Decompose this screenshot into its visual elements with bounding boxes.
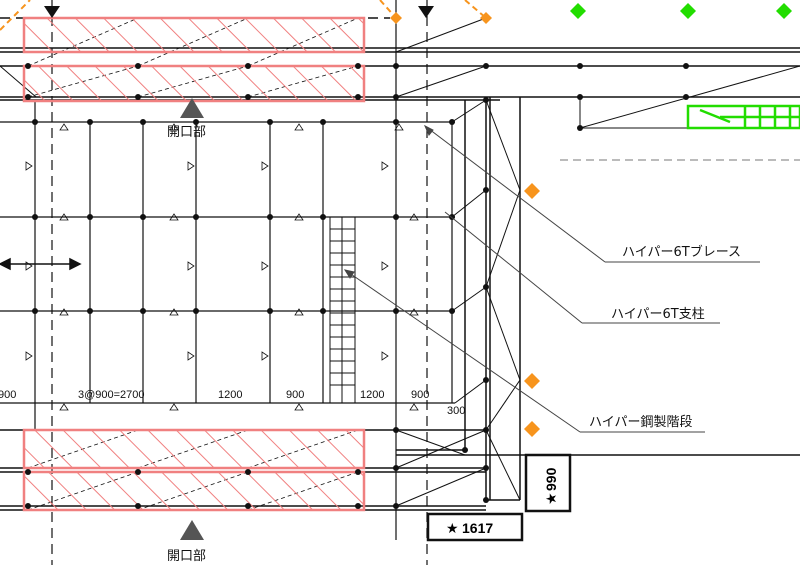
brace-callout: ハイパー6Tブレース bbox=[622, 244, 741, 260]
dim-1200-a: 1200 bbox=[218, 389, 242, 401]
opening-label-top: 開口部 bbox=[167, 125, 206, 140]
dim-1617: 1617 bbox=[462, 520, 493, 536]
double-arrow-icon bbox=[0, 257, 82, 271]
opening-label-bottom: 開口部 bbox=[167, 549, 206, 564]
dim-900-left: 900 bbox=[0, 389, 16, 401]
dim-900-c: 900 bbox=[411, 389, 429, 401]
dim-box-1617 bbox=[426, 512, 524, 542]
main-grid-horizontals bbox=[0, 121, 455, 404]
dim-990: 990 bbox=[543, 467, 559, 491]
dim-1200-b: 1200 bbox=[360, 389, 384, 401]
triangle-down-icon bbox=[44, 6, 434, 18]
opening-band-top bbox=[22, 16, 366, 103]
dim-300: 300 bbox=[447, 405, 465, 417]
green-diamond-icon bbox=[570, 3, 792, 19]
dim-box-990 bbox=[524, 453, 572, 513]
main-grid-verticals bbox=[34, 0, 453, 540]
callout-leaders bbox=[343, 124, 760, 433]
opening-band-bottom bbox=[22, 428, 366, 512]
green-stair bbox=[686, 104, 800, 130]
stair-callout: ハイパー鋼製階段 bbox=[589, 415, 692, 430]
star-icon-990: ★ bbox=[543, 492, 559, 505]
small-triangle-markers bbox=[25, 123, 419, 411]
dim-3x900: 3@900=2700 bbox=[78, 389, 145, 401]
post-callout: ハイパー6T支柱 bbox=[611, 307, 705, 322]
triangle-up-icon bbox=[180, 98, 204, 540]
steel-stair bbox=[329, 216, 356, 404]
dim-900-b: 900 bbox=[286, 389, 304, 401]
orange-diamond-icon bbox=[390, 12, 540, 437]
star-icon: ★ bbox=[446, 520, 459, 536]
joint-nodes bbox=[25, 15, 689, 509]
